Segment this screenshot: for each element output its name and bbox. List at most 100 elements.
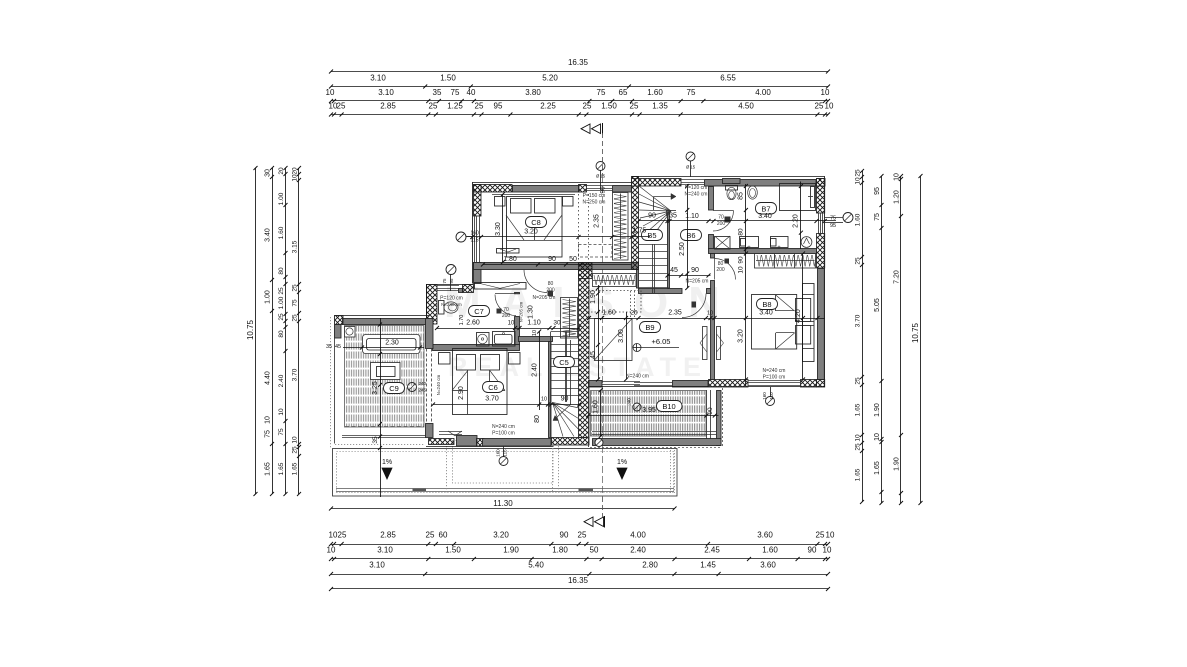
svg-text:50: 50 <box>569 256 577 263</box>
svg-text:10: 10 <box>894 173 901 181</box>
svg-text:C6: C6 <box>488 383 498 392</box>
svg-text:2.45: 2.45 <box>704 546 720 555</box>
svg-text:C8: C8 <box>531 218 541 227</box>
svg-text:10: 10 <box>292 174 299 182</box>
svg-text:B6: B6 <box>686 231 695 240</box>
svg-text:25: 25 <box>475 102 484 111</box>
svg-text:25: 25 <box>583 102 592 111</box>
svg-text:90: 90 <box>738 256 745 264</box>
svg-text:90: 90 <box>548 256 556 263</box>
svg-text:25: 25 <box>426 531 435 540</box>
svg-text:3.70: 3.70 <box>485 396 499 403</box>
svg-text:95: 95 <box>449 278 454 284</box>
svg-text:245: 245 <box>419 388 427 393</box>
svg-text:5.40: 5.40 <box>528 561 544 570</box>
svg-text:115: 115 <box>503 449 508 457</box>
svg-text:N=240 cm: N=240 cm <box>436 374 441 395</box>
svg-text:10: 10 <box>855 434 862 442</box>
svg-text:60: 60 <box>439 531 448 540</box>
svg-text:1.75: 1.75 <box>633 228 647 235</box>
svg-text:90: 90 <box>691 267 699 274</box>
svg-text:1.50: 1.50 <box>440 74 456 83</box>
svg-text:3.20: 3.20 <box>493 531 509 540</box>
svg-text:75: 75 <box>451 88 460 97</box>
svg-text:75: 75 <box>830 216 836 222</box>
svg-text:25: 25 <box>630 102 639 111</box>
svg-text:10: 10 <box>327 546 336 555</box>
svg-text:5.20: 5.20 <box>542 74 558 83</box>
svg-text:3.70: 3.70 <box>292 368 299 381</box>
svg-text:P=150 cm: P=150 cm <box>583 193 606 199</box>
svg-text:1.25: 1.25 <box>447 102 463 111</box>
svg-text:25: 25 <box>630 310 638 317</box>
svg-text:200: 200 <box>546 288 555 294</box>
svg-text:11.30: 11.30 <box>493 499 513 508</box>
svg-text:95: 95 <box>874 187 881 195</box>
svg-text:25: 25 <box>578 531 587 540</box>
svg-text:80: 80 <box>278 330 285 338</box>
svg-text:1.50: 1.50 <box>445 546 461 555</box>
svg-text:1.60: 1.60 <box>593 400 600 414</box>
svg-text:20: 20 <box>278 167 285 175</box>
svg-text:35: 35 <box>433 88 442 97</box>
svg-text:10: 10 <box>874 433 881 441</box>
svg-text:10: 10 <box>826 531 835 540</box>
svg-text:REAL ESTATE: REAL ESTATE <box>448 352 708 382</box>
svg-text:P=120 cm: P=120 cm <box>685 185 708 191</box>
svg-text:3.10: 3.10 <box>370 74 386 83</box>
svg-text:1%: 1% <box>382 459 392 466</box>
svg-text:25: 25 <box>337 102 346 111</box>
svg-text:N=205 cm: N=205 cm <box>533 295 556 301</box>
svg-text:2.20: 2.20 <box>793 214 800 228</box>
svg-text:1.45: 1.45 <box>700 561 716 570</box>
svg-text:N=240 cm: N=240 cm <box>441 302 462 307</box>
svg-text:70: 70 <box>718 215 724 221</box>
svg-text:1.90: 1.90 <box>590 290 597 304</box>
svg-text:1.80: 1.80 <box>503 256 517 263</box>
svg-text:1.30: 1.30 <box>528 305 535 319</box>
svg-text:B8: B8 <box>762 300 771 309</box>
svg-text:75: 75 <box>597 88 606 97</box>
svg-text:25: 25 <box>278 313 285 321</box>
svg-text:Ø 15: Ø 15 <box>686 165 696 170</box>
svg-text:30: 30 <box>265 169 272 177</box>
svg-text:1.65: 1.65 <box>292 462 299 475</box>
svg-text:B10: B10 <box>662 402 675 411</box>
svg-text:10: 10 <box>823 546 832 555</box>
svg-text:10.75: 10.75 <box>246 319 255 340</box>
svg-text:C7: C7 <box>474 307 484 316</box>
svg-text:N=205 cm: N=205 cm <box>686 279 709 285</box>
svg-text:N=250 cm: N=250 cm <box>583 200 606 206</box>
svg-text:1.60: 1.60 <box>855 213 862 226</box>
svg-text:35: 35 <box>669 213 677 220</box>
svg-text:25: 25 <box>855 257 862 265</box>
svg-text:3.10: 3.10 <box>369 561 385 570</box>
svg-text:1.35: 1.35 <box>652 102 668 111</box>
svg-text:2.60: 2.60 <box>466 320 480 327</box>
svg-text:1%: 1% <box>617 459 627 466</box>
svg-text:45: 45 <box>590 351 597 359</box>
svg-text:P=100 cm: P=100 cm <box>763 375 786 381</box>
svg-text:1.50: 1.50 <box>601 102 617 111</box>
svg-text:30: 30 <box>553 320 561 327</box>
svg-text:160: 160 <box>762 392 767 400</box>
svg-text:75: 75 <box>265 430 272 438</box>
svg-text:80: 80 <box>738 228 745 236</box>
svg-text:75: 75 <box>442 278 447 284</box>
svg-text:40: 40 <box>467 88 476 97</box>
svg-text:240: 240 <box>627 398 632 406</box>
svg-text:3.00: 3.00 <box>618 329 625 343</box>
svg-text:C9: C9 <box>389 384 399 393</box>
svg-text:B7: B7 <box>761 204 770 213</box>
svg-text:10: 10 <box>265 416 272 424</box>
svg-text:1.65: 1.65 <box>278 462 285 475</box>
svg-text:3.95: 3.95 <box>642 407 656 414</box>
svg-text:1.80: 1.80 <box>552 546 568 555</box>
svg-text:P=120 cm: P=120 cm <box>440 296 463 302</box>
svg-text:2.85: 2.85 <box>380 102 396 111</box>
svg-text:1.60: 1.60 <box>602 310 616 317</box>
svg-text:1.60: 1.60 <box>278 226 285 239</box>
svg-text:B5: B5 <box>647 231 656 240</box>
svg-text:2.90: 2.90 <box>458 386 465 400</box>
svg-text:10: 10 <box>329 531 338 540</box>
